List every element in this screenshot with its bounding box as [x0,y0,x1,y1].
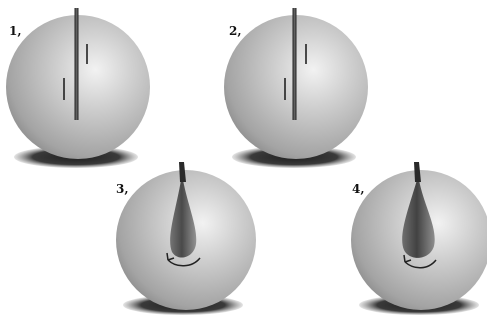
step-1-group [6,8,150,168]
step-3-group [116,162,256,315]
step-1-needle [75,8,79,120]
step-4-needle [414,162,421,182]
step-4-group [351,162,487,315]
step-2-needle [293,8,297,120]
step-3-needle [179,162,186,182]
step-2-group [224,8,368,168]
